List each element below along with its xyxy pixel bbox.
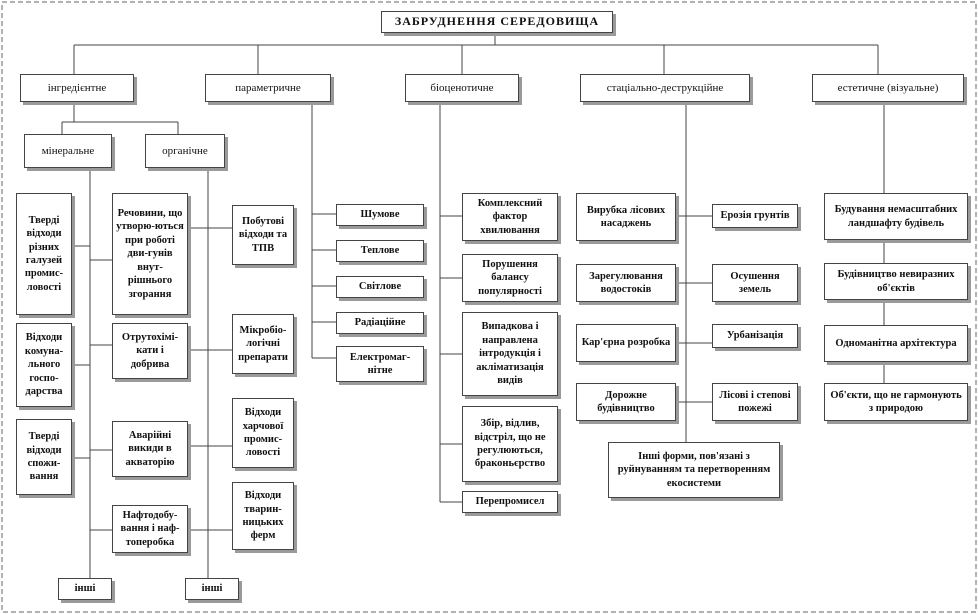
organic-item-microbiological: Мікробіо-логічні препарати: [232, 314, 294, 374]
subcategory-organic: органічне: [145, 134, 225, 168]
category-aesthetic: естетичне (візуальне): [812, 74, 964, 102]
aesthetic-item-inexpressive-objects: Будівництво невиразних об'єктів: [824, 263, 968, 300]
station-item-road-building: Дорожне будівництво: [576, 383, 676, 421]
aesthetic-item-monotonous-architecture: Одноманітна архітектура: [824, 325, 968, 362]
category-parametric: параметричне: [205, 74, 331, 102]
station-item-fires: Лісові і степові пожежі: [712, 383, 798, 421]
station-item-deforestation: Вирубка лісових насаджень: [576, 193, 676, 241]
parametric-item-noise: Шумове: [336, 204, 424, 226]
biocenotic-item-complex-factor: Комплексний фактор хвилювання: [462, 193, 558, 241]
station-item-other-forms: Інші форми, пов'язані з руйнуванням та п…: [608, 442, 780, 498]
biocenotic-item-population-balance: Порушення балансу популярності: [462, 254, 558, 302]
category-ingredient: інгредієнтне: [20, 74, 134, 102]
biocenotic-item-overfishing: Перепромисел: [462, 491, 558, 513]
category-station-destruction: стаціально-деструкційне: [580, 74, 750, 102]
station-item-water-regulation: Зарегулювання водостоків: [576, 264, 676, 302]
organic-item-food-industry-waste: Відходи харчової промис-ловості: [232, 398, 294, 468]
station-item-soil-erosion: Ерозія грунтів: [712, 204, 798, 228]
aesthetic-item-out-of-scale-buildings: Будування немасштабних ландшафту будівел…: [824, 193, 968, 240]
mineral-other: інші: [58, 578, 112, 600]
organic-other: інші: [185, 578, 239, 600]
organic-item-oil-production: Нафтодобу-вання і наф-топеробка: [112, 505, 188, 553]
organic-item-household-waste: Побутові відходи та ТПВ: [232, 205, 294, 265]
category-biocenotic: біоценотичне: [405, 74, 519, 102]
mineral-item-consumer-waste: Тверді відходи спожи-вання: [16, 419, 72, 495]
mineral-item-municipal-waste: Відходи комуна-льного госпо-дарства: [16, 323, 72, 407]
parametric-item-thermal: Теплове: [336, 240, 424, 262]
subcategory-mineral: мінеральне: [24, 134, 112, 168]
parametric-item-radiation: Радіаційне: [336, 312, 424, 334]
station-item-quarry: Кар'єрна розробка: [576, 324, 676, 362]
biocenotic-item-introduction: Випадкова і направлена інтродукція і акл…: [462, 312, 558, 396]
organic-item-engine-emissions: Речовини, що утворю-ються при роботі дви…: [112, 193, 188, 315]
aesthetic-item-disharmonious-objects: Об'єкти, що не гармонують з природою: [824, 383, 968, 421]
parametric-item-light: Світлове: [336, 276, 424, 298]
station-item-urbanization: Урбанізація: [712, 324, 798, 348]
mineral-item-industrial-waste: Тверді відходи різних галузей промис-лов…: [16, 193, 72, 315]
organic-item-farm-waste: Відходи тварин-ницьких ферм: [232, 482, 294, 550]
diagram-title: ЗАБРУДНЕННЯ СЕРЕДОВИЩА: [381, 11, 613, 33]
station-item-land-drainage: Осушення земель: [712, 264, 798, 302]
organic-item-emergency-discharge: Аварійні викиди в акваторію: [112, 421, 188, 477]
organic-item-pesticides: Отрутохімі-кати і добрива: [112, 323, 188, 379]
biocenotic-item-poaching: Збір, відлив, відстріл, що не регулюютьс…: [462, 406, 558, 482]
parametric-item-electromagnetic: Електромаг-нітне: [336, 346, 424, 382]
